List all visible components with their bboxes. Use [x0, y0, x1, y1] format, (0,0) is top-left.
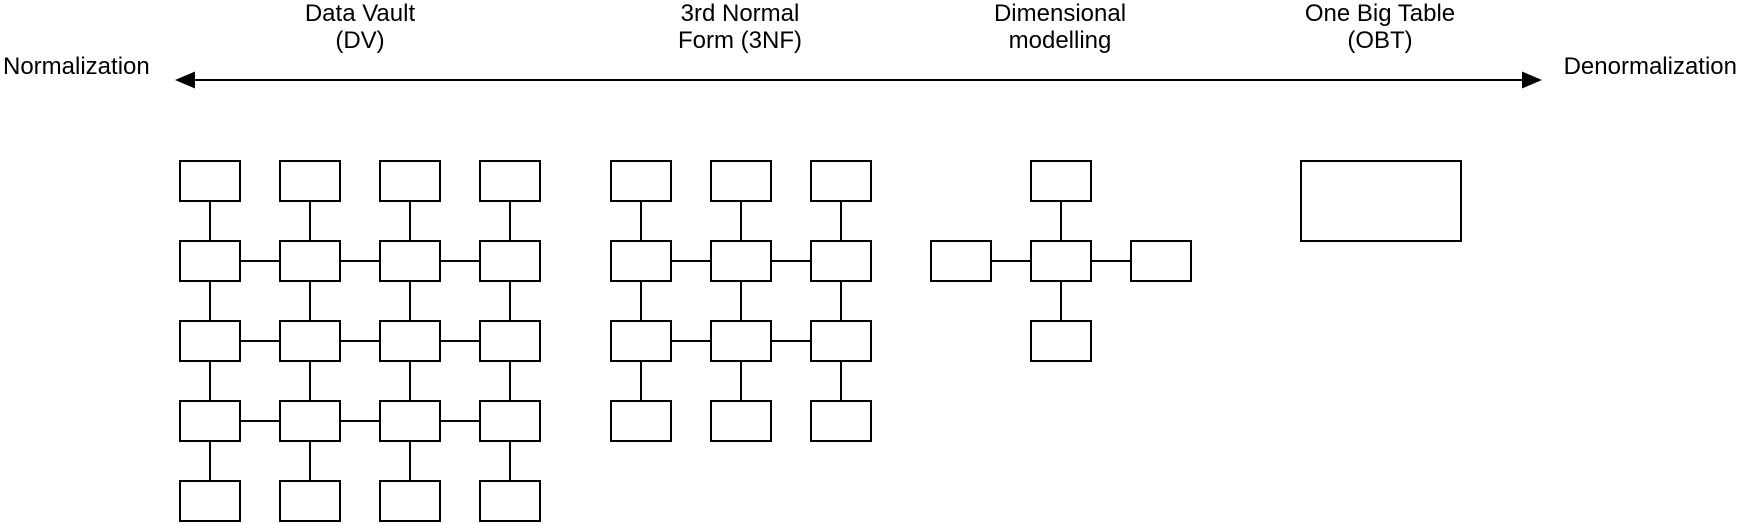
- data-vault-table-r5c4: [479, 480, 541, 522]
- data-vault-table-r3c2: [279, 320, 341, 362]
- third-normal-form-table-r2c2: [710, 240, 772, 282]
- axis-item-label-line2: (DV): [335, 27, 385, 54]
- third-normal-form-table-r2c3: [810, 240, 872, 282]
- axis-left-label: Normalization: [3, 53, 150, 80]
- data-vault-table-r4c4: [479, 400, 541, 442]
- data-vault-table-r2c2: [279, 240, 341, 282]
- dimensional-modelling-fact-table: [1030, 240, 1092, 282]
- data-vault-table-r1c3: [379, 160, 441, 202]
- dimensional-modelling-dimension-right: [1130, 240, 1192, 282]
- data-vault-table-r4c3: [379, 400, 441, 442]
- third-normal-form-table-r1c3: [810, 160, 872, 202]
- axis-item-label-line1: 3rd Normal: [680, 0, 800, 27]
- axis-item-label-line2: (OBT): [1347, 27, 1413, 54]
- dimensional-modelling-dimension-top: [1030, 160, 1092, 202]
- data-vault-table-r3c4: [479, 320, 541, 362]
- data-vault-table-r4c1: [179, 400, 241, 442]
- axis-item-label-line1: Data Vault: [304, 0, 416, 27]
- axis-item-label-line1: Dimensional: [993, 0, 1127, 27]
- data-vault-table-r1c4: [479, 160, 541, 202]
- dimensional-modelling-dimension-left: [930, 240, 992, 282]
- data-vault-table-r4c2: [279, 400, 341, 442]
- axis-item-label-line2: Form (3NF): [678, 27, 802, 54]
- data-vault-table-r3c3: [379, 320, 441, 362]
- axis-item-data-vault: Data Vault(DV): [210, 0, 510, 54]
- axis-right-label: Denormalization: [1563, 53, 1737, 80]
- axis-item-label-line2: modelling: [1008, 27, 1112, 54]
- one-big-table-table: [1300, 160, 1462, 242]
- data-vault-table-r2c3: [379, 240, 441, 282]
- third-normal-form-table-r4c3: [810, 400, 872, 442]
- third-normal-form-table-r4c1: [610, 400, 672, 442]
- axis-arrowhead-left: [175, 71, 195, 89]
- third-normal-form-table-r4c2: [710, 400, 772, 442]
- third-normal-form-table-r1c1: [610, 160, 672, 202]
- data-vault-table-r1c2: [279, 160, 341, 202]
- third-normal-form-table-r1c2: [710, 160, 772, 202]
- third-normal-form-table-r3c3: [810, 320, 872, 362]
- third-normal-form-table-r3c2: [710, 320, 772, 362]
- data-vault-table-r3c1: [179, 320, 241, 362]
- axis-item-label-line1: One Big Table: [1304, 0, 1456, 27]
- axis-arrowhead-right: [1522, 71, 1542, 89]
- data-vault-table-r1c1: [179, 160, 241, 202]
- axis-item-one-big-table: One Big Table(OBT): [1230, 0, 1530, 54]
- data-vault-table-r5c2: [279, 480, 341, 522]
- third-normal-form-table-r2c1: [610, 240, 672, 282]
- data-vault-table-r5c3: [379, 480, 441, 522]
- dimensional-modelling-dimension-bottom: [1030, 320, 1092, 362]
- third-normal-form-table-r3c1: [610, 320, 672, 362]
- data-vault-table-r2c4: [479, 240, 541, 282]
- data-vault-table-r2c1: [179, 240, 241, 282]
- data-vault-table-r5c1: [179, 480, 241, 522]
